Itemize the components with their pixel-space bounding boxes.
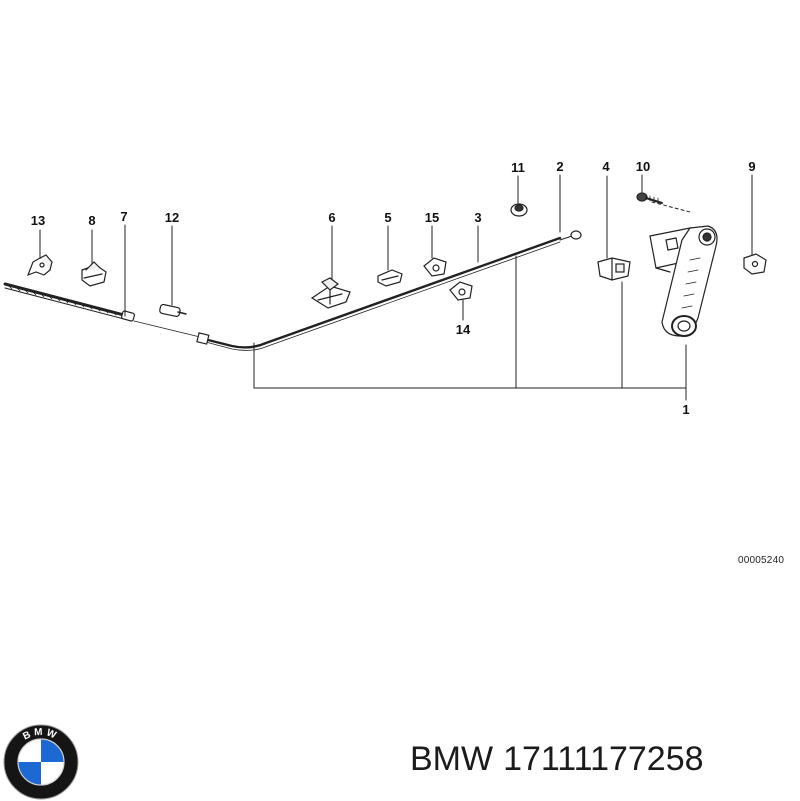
callout-10: 10 [636, 159, 650, 174]
part-15-clip [423, 257, 447, 277]
callout-6: 6 [328, 210, 335, 225]
callout-labels: 1 2 3 4 5 6 7 8 9 10 11 12 13 14 15 [31, 159, 756, 417]
diagram-reference-number: 00005240 [738, 555, 785, 566]
part-number: 17111177258 [503, 740, 704, 778]
callout-7: 7 [120, 209, 127, 224]
callout-3: 3 [474, 210, 481, 225]
callout-11: 11 [511, 160, 525, 175]
cable-wire [133, 230, 582, 351]
part-4-bracket-clip [597, 257, 631, 281]
callout-1: 1 [682, 402, 689, 417]
assembly-leader-lines [39, 174, 753, 401]
part-11-grommet [510, 203, 528, 217]
part-5-clip [377, 269, 403, 287]
part-10-screw [636, 192, 663, 204]
svg-text:BMW: BMW [21, 727, 60, 743]
callout-12: 12 [165, 210, 179, 225]
callout-8: 8 [88, 213, 95, 228]
callout-9: 9 [748, 159, 755, 174]
callout-2: 2 [556, 159, 563, 174]
callout-15: 15 [425, 210, 439, 225]
brand-name: BMW [410, 740, 494, 778]
part-8-holder [81, 261, 107, 287]
logo-lettering: BMW [21, 727, 57, 743]
part-6-clamp [310, 277, 351, 309]
callout-5: 5 [384, 210, 391, 225]
callout-4: 4 [602, 159, 610, 174]
callout-14: 14 [456, 322, 471, 337]
part-13-clip [26, 254, 53, 277]
part-1-throttle-lever [649, 225, 718, 337]
part-9-clip-nut [743, 253, 767, 275]
callout-13: 13 [31, 213, 45, 228]
part-12-end-piece [159, 303, 187, 318]
cable-corrugated-section [3, 282, 135, 322]
bmw-logo: BMW [3, 724, 79, 800]
part-14-clip [449, 281, 473, 301]
